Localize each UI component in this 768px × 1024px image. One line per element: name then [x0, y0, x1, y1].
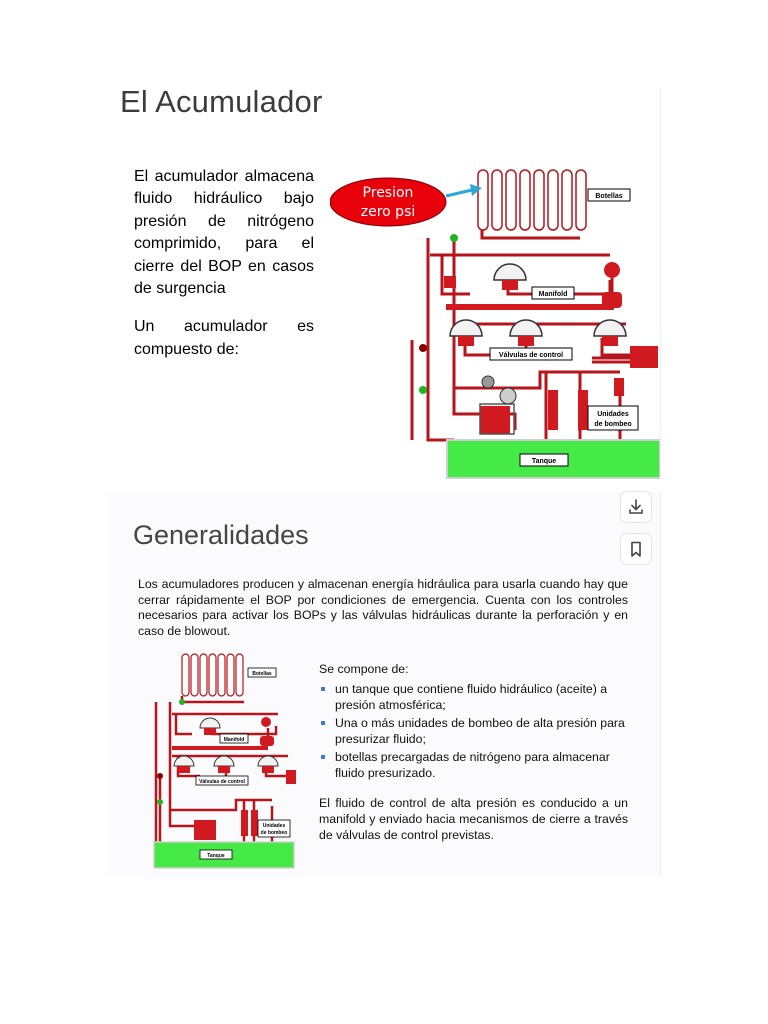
accumulator-diagram: Botellas Manifold Válvulas de control Un… — [330, 169, 660, 479]
label-botellas: Botellas — [595, 193, 622, 200]
list-item: botellas precargadas de nitrógeno para a… — [319, 749, 628, 781]
label-tanque: Tanque — [207, 853, 225, 859]
download-icon — [629, 499, 643, 514]
label-de-bombeo: de bombeo — [594, 421, 631, 428]
slide-el-acumulador — [108, 88, 661, 480]
label-tanque: Tanque — [532, 458, 556, 465]
bullet-icon — [321, 721, 325, 725]
label-unidades: Unidades — [597, 411, 629, 418]
slide-body-text: El acumulador almacena fluido hidráulico… — [134, 166, 314, 377]
accumulator-diagram-small: Botellas Manifold Válvulas de control Un… — [153, 653, 296, 869]
bookmark-button[interactable] — [620, 533, 652, 565]
label-valvulas: Válvulas de control — [199, 779, 245, 785]
intro-paragraph: Los acumuladores producen y almacenan en… — [138, 577, 628, 638]
label-manifold: Manifold — [539, 291, 568, 298]
label-valvulas: Válvulas de control — [499, 352, 563, 359]
download-button[interactable] — [620, 491, 652, 523]
slide-title: Generalidades — [133, 520, 309, 550]
label-manifold: Manifold — [224, 737, 245, 743]
label-de-bombeo: de bombeo — [261, 830, 288, 836]
list-item-text: botellas precargadas de nitrógeno para a… — [335, 750, 610, 780]
list-item-text: un tanque que contiene fluido hidráulico… — [335, 682, 608, 712]
callout-line-1: Presion — [363, 185, 414, 201]
callout-line-2: zero psi — [361, 204, 416, 220]
component-list: un tanque que contiene fluido hidráulico… — [319, 681, 628, 781]
composition-text: Se compone de: un tanque que contiene fl… — [319, 661, 628, 843]
paragraph: El acumulador almacena fluido hidráulico… — [134, 168, 314, 298]
slide-title: El Acumulador — [120, 84, 323, 119]
bookmark-icon — [631, 541, 641, 557]
label-botellas: Botellas — [252, 671, 272, 677]
conclusion-paragraph: El fluido de control de alta presión es … — [319, 796, 628, 842]
compose-heading: Se compone de: — [319, 662, 409, 676]
callout-arrow — [445, 184, 482, 198]
list-item-text: Una o más unidades de bombeo de alta pre… — [335, 716, 625, 746]
bullet-icon — [321, 755, 325, 759]
label-unidades: Unidades — [263, 823, 286, 829]
bullet-icon — [321, 687, 325, 691]
paragraph: Un acumulador es compuesto de: — [134, 318, 314, 358]
list-item: Una o más unidades de bombeo de alta pre… — [319, 715, 628, 747]
list-item: un tanque que contiene fluido hidráulico… — [319, 681, 628, 713]
